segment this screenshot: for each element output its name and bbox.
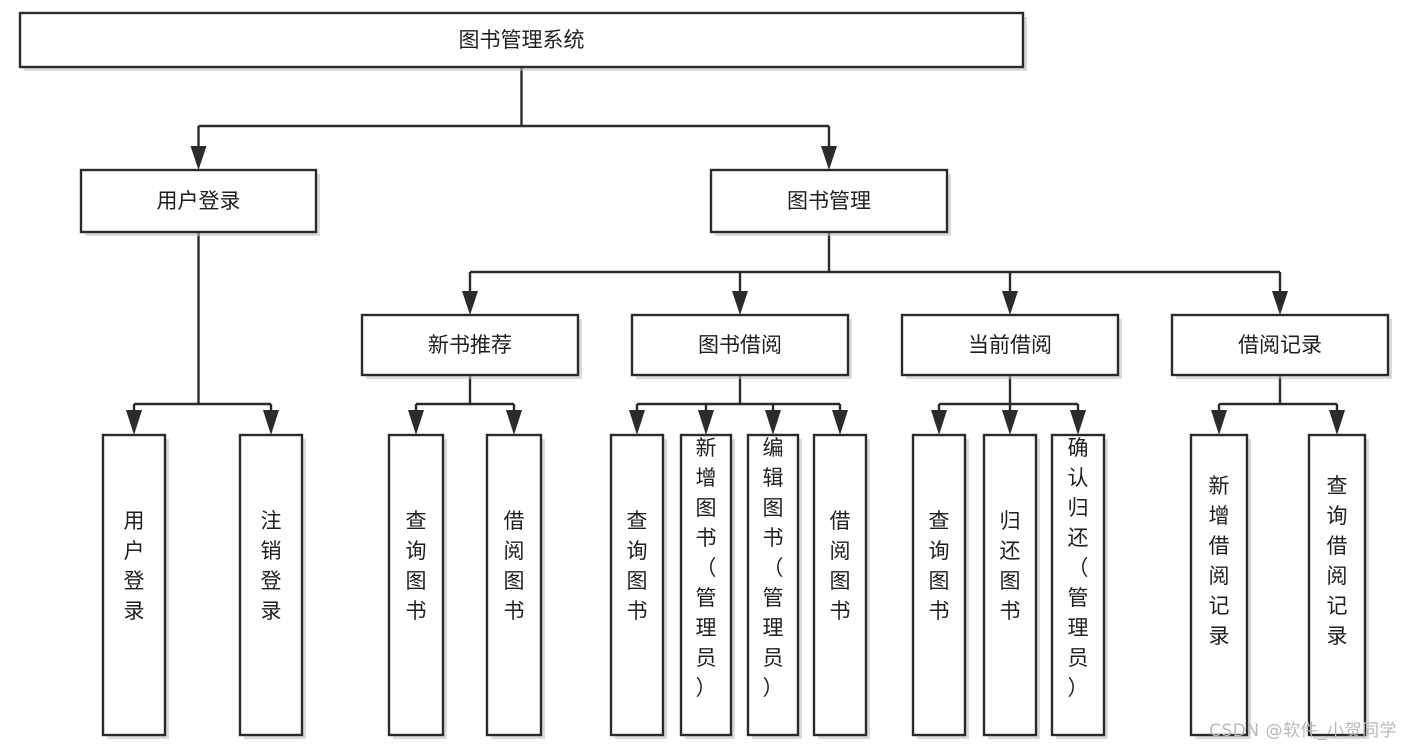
arrow-current-leaf-3	[1070, 410, 1086, 435]
leaf-add-book-admin[interactable]: 新增图书（管理员）	[679, 433, 735, 739]
leaf-add-book-admin-label: 新增图书（管理员）	[696, 436, 717, 700]
leaf-query-book-current-label: 查询图书	[929, 509, 950, 623]
csdn-watermark: CSDN @软件_小贺同学	[1209, 721, 1397, 741]
user-login-label: 用户登录	[157, 189, 241, 213]
node-book-borrow[interactable]: 图书借阅	[630, 313, 852, 379]
arrow-book-mgmt-to-new-book	[462, 291, 478, 315]
leaf-borrow-book-recommend-box	[485, 433, 543, 737]
leaf-add-borrow-record-label: 新增借阅记录	[1209, 474, 1230, 648]
arrow-records-leaf-1	[1211, 410, 1227, 435]
leaf-query-book-recommend-box	[387, 433, 445, 737]
leaf-query-book-borrow[interactable]: 查询图书	[609, 433, 667, 739]
leaf-edit-book-admin-box	[746, 433, 800, 737]
arrow-book-mgmt-to-records	[1272, 291, 1288, 315]
leaf-edit-book-admin[interactable]: 编辑图书（管理员）	[746, 433, 802, 739]
node-current-borrow[interactable]: 当前借阅	[900, 313, 1122, 379]
leaf-query-book-current-box	[911, 433, 967, 737]
new-book-recommend-box	[360, 313, 580, 377]
leaf-user-login[interactable]: 用户登录	[101, 433, 169, 739]
book-management-label: 图书管理	[787, 189, 871, 213]
leaf-logout-box	[238, 433, 304, 737]
leaf-query-book-recommend[interactable]: 查询图书	[387, 433, 447, 739]
arrow-user-login-leaf-1	[126, 410, 142, 435]
leaf-return-book-label: 归还图书	[1000, 509, 1021, 623]
arrow-current-leaf-1	[931, 410, 947, 435]
root-label: 图书管理系统	[459, 28, 585, 52]
node-root[interactable]: 图书管理系统	[18, 11, 1027, 71]
leaf-confirm-return-admin-label: 确认归还（管理员）	[1068, 436, 1089, 700]
leaf-query-borrow-record-label: 查询借阅记录	[1327, 474, 1348, 648]
arrow-borrow-leaf-1	[629, 410, 645, 435]
arrow-borrow-leaf-3	[765, 410, 781, 435]
leaf-borrow-book-recommend-label: 借阅图书	[504, 509, 525, 623]
leaf-return-book[interactable]: 归还图书	[982, 433, 1040, 739]
borrow-records-label: 借阅记录	[1238, 333, 1322, 357]
node-book-management[interactable]: 图书管理	[709, 168, 951, 236]
arrow-borrow-leaf-2	[698, 410, 714, 435]
leaf-confirm-return-admin[interactable]: 确认归还（管理员）	[1050, 433, 1108, 739]
arrow-new-book-leaf-1	[408, 410, 424, 435]
leaf-query-book-borrow-label: 查询图书	[627, 509, 648, 623]
arrow-root-to-user-login	[190, 146, 207, 170]
leaf-user-login-label: 用户登录	[124, 509, 145, 623]
leaf-query-borrow-record[interactable]: 查询借阅记录	[1307, 433, 1369, 739]
current-borrow-box	[900, 313, 1120, 377]
leaf-query-borrow-record-box	[1307, 433, 1367, 737]
leaf-query-book-borrow-box	[609, 433, 665, 737]
leaf-add-borrow-record[interactable]: 新增借阅记录	[1189, 433, 1251, 739]
node-user-login[interactable]: 用户登录	[79, 168, 320, 236]
borrow-records-box	[1170, 313, 1390, 377]
leaf-logout[interactable]: 注销登录	[238, 433, 306, 739]
book-management-box	[709, 168, 949, 234]
node-new-book-recommend[interactable]: 新书推荐	[360, 313, 582, 379]
arrow-records-leaf-2	[1329, 410, 1345, 435]
leaf-borrow-book-borrow[interactable]: 借阅图书	[812, 433, 870, 739]
leaf-borrow-book-borrow-label: 借阅图书	[830, 509, 851, 623]
user-login-box	[79, 168, 318, 234]
book-borrow-label: 图书借阅	[698, 333, 782, 357]
arrow-current-leaf-2	[1002, 410, 1018, 435]
leaf-add-book-admin-box	[679, 433, 733, 737]
arrow-borrow-leaf-4	[832, 410, 848, 435]
leaf-query-book-current[interactable]: 查询图书	[911, 433, 969, 739]
leaf-return-book-box	[982, 433, 1038, 737]
leaf-add-borrow-record-box	[1189, 433, 1249, 737]
leaf-query-book-recommend-label: 查询图书	[406, 509, 427, 623]
leaf-logout-label: 注销登录	[261, 509, 282, 623]
book-borrow-box	[630, 313, 850, 377]
leaf-user-login-box	[101, 433, 167, 737]
leaf-borrow-book-borrow-box	[812, 433, 868, 737]
node-borrow-records[interactable]: 借阅记录	[1170, 313, 1392, 379]
arrow-book-mgmt-to-borrow	[732, 291, 748, 315]
root-box	[18, 11, 1025, 69]
current-borrow-label: 当前借阅	[968, 333, 1052, 357]
leaf-edit-book-admin-label: 编辑图书（管理员）	[763, 436, 784, 700]
leaf-confirm-return-admin-box	[1050, 433, 1106, 737]
new-book-recommend-label: 新书推荐	[428, 333, 512, 357]
arrow-root-to-book-mgmt	[821, 146, 837, 170]
leaf-borrow-book-recommend[interactable]: 借阅图书	[485, 433, 545, 739]
arrow-new-book-leaf-2	[506, 410, 522, 435]
connector-layer	[126, 67, 1345, 435]
arrow-book-mgmt-to-current	[1002, 291, 1018, 315]
arrow-user-login-leaf-2	[263, 410, 279, 435]
